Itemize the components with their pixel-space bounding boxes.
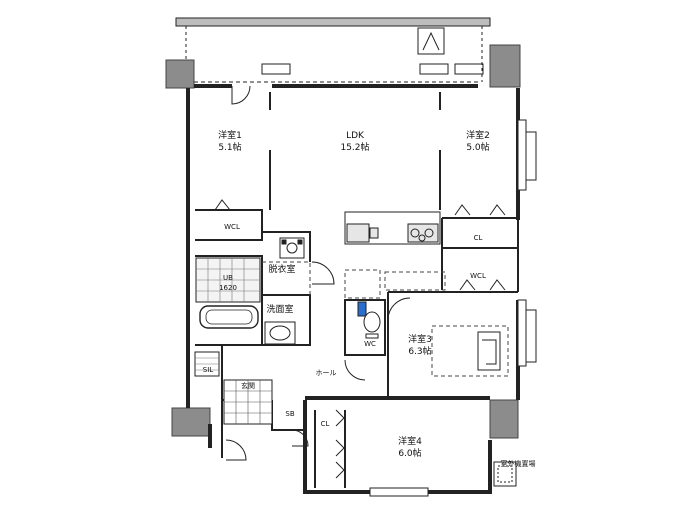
room-name-western4: 洋室4 (398, 435, 422, 447)
label-wcl1: WCL (224, 223, 240, 231)
toilet (357, 301, 381, 339)
ceiling-lines (262, 261, 509, 377)
interior-walls (195, 92, 519, 488)
room-name-western1: 洋室1 (218, 129, 242, 141)
room-size-western3: 6.3帖 (408, 345, 431, 357)
dressing-fixtures (279, 237, 305, 259)
room-name-western2: 洋室2 (466, 129, 490, 141)
room-labels: 洋室1 5.1帖 LDK 15.2帖 洋室2 5.0帖 洋室3 6.3帖 洋室4… (203, 129, 536, 468)
bathroom (195, 257, 261, 329)
bed-outline (477, 331, 501, 371)
room-size-ldk: 15.2帖 (340, 141, 369, 153)
room-size-western4: 6.0帖 (398, 447, 421, 459)
room-size-western1: 5.1帖 (218, 141, 241, 153)
entrance (194, 351, 273, 425)
room-name-western3: 洋室3 (408, 333, 432, 345)
kitchen-counter (344, 211, 441, 245)
label-cl-pantry: CL (474, 234, 483, 242)
label-bath: UB (223, 274, 233, 282)
label-bath-size: 1620 (219, 284, 237, 292)
balcony (175, 17, 491, 83)
label-shoe: SB (285, 410, 294, 418)
side-windows (369, 119, 537, 497)
room-name-ldk: LDK (346, 131, 365, 141)
room-size-western2: 5.0帖 (466, 141, 489, 153)
doors (214, 85, 506, 479)
label-outdoor-unit: 室外機置場 (501, 459, 536, 468)
label-hall: ホール (316, 369, 337, 377)
label-sil: SIL (203, 366, 214, 374)
label-wcl2: WCL (470, 272, 486, 280)
label-cl-room4: CL (321, 420, 330, 428)
label-washroom: 洗面室 (266, 303, 293, 315)
washbasin (264, 321, 296, 345)
label-entrance: 玄関 (241, 381, 255, 390)
label-wc: WC (364, 340, 376, 348)
label-dressing: 脱衣室 (268, 263, 295, 275)
outdoor-unit (493, 461, 517, 487)
structural-columns (165, 44, 521, 439)
